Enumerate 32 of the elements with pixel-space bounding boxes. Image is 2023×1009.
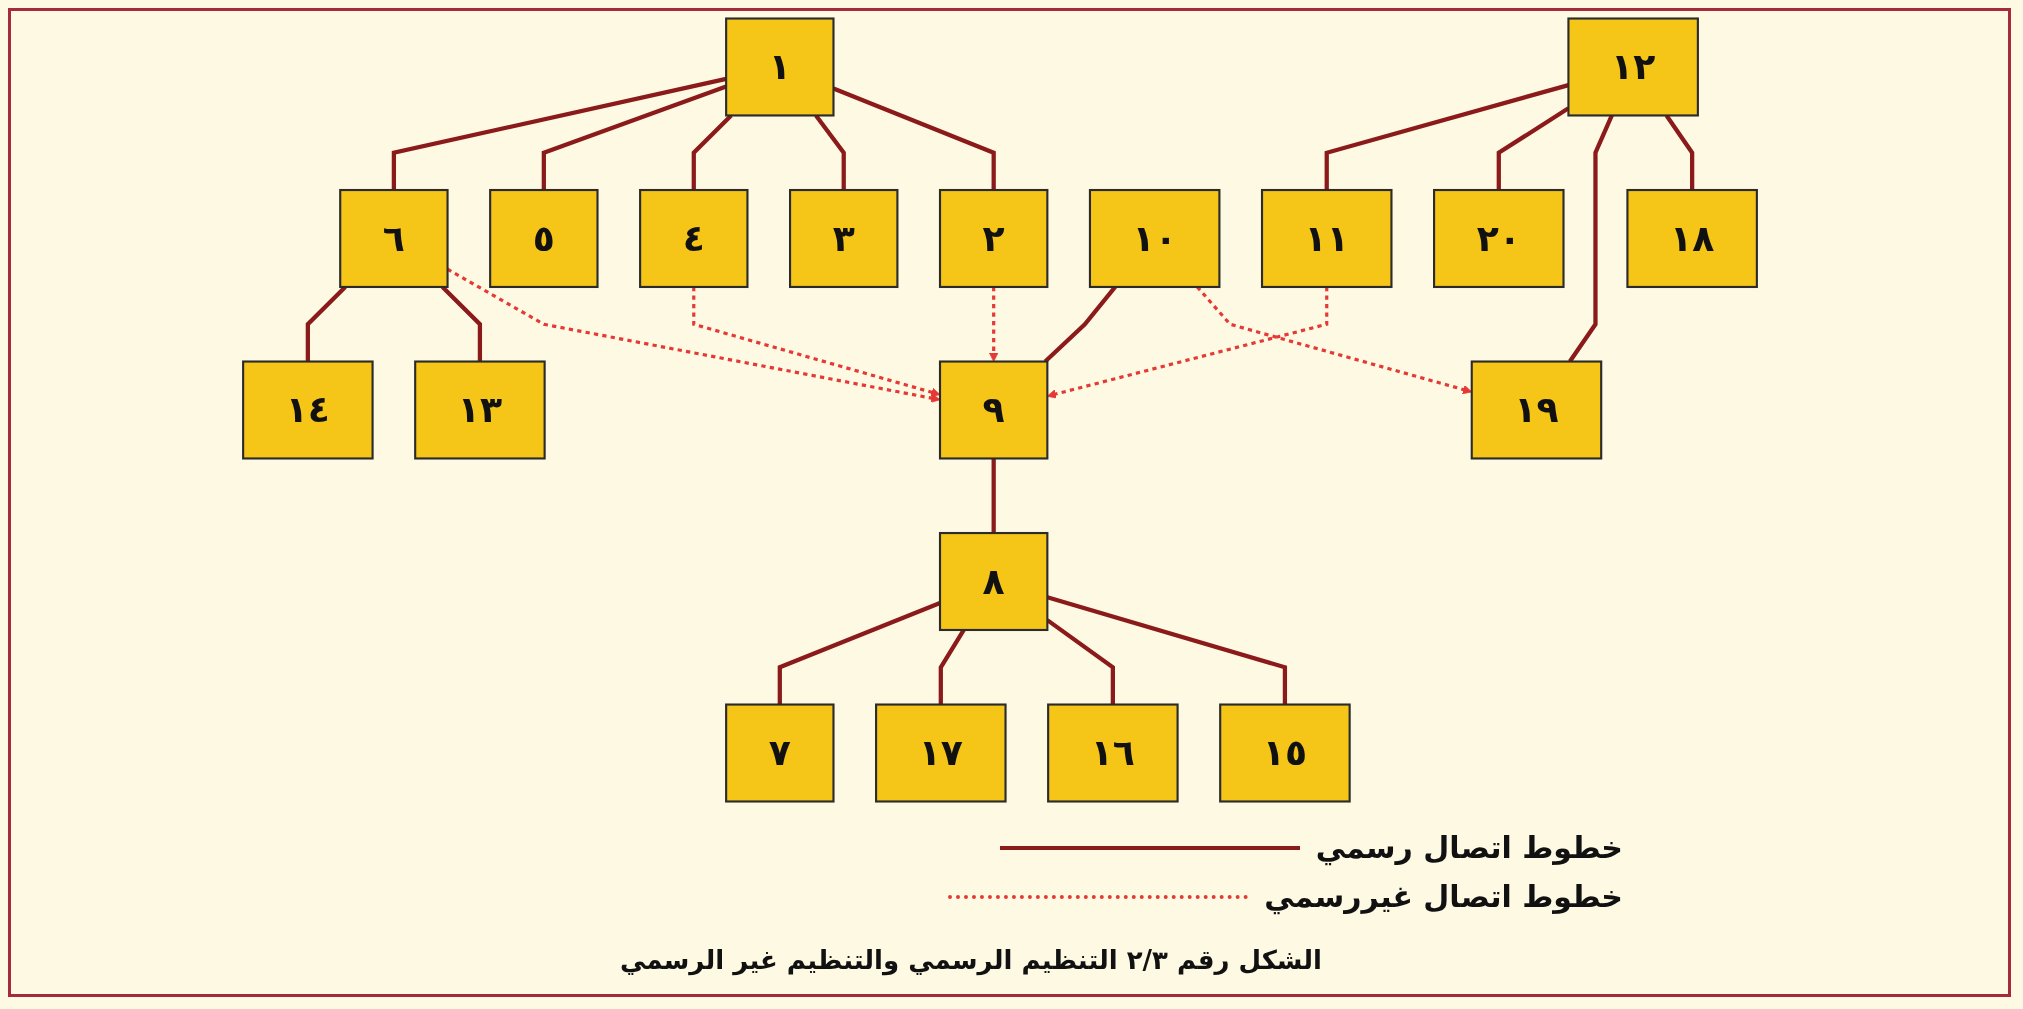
node-box: ١ (725, 17, 835, 117)
node-box: ٤ (639, 188, 749, 289)
connector (991, 458, 996, 534)
node-box: ٦ (339, 188, 449, 289)
arrow (989, 286, 999, 362)
node-box: ٨ (938, 531, 1049, 632)
node-box: ١٢ (1567, 17, 1699, 117)
node-box: ١٣ (414, 360, 546, 460)
node-box: ١١ (1260, 188, 1393, 289)
node-box: ١٨ (1626, 188, 1758, 289)
connector (777, 601, 941, 705)
node-box: ٩ (938, 360, 1049, 460)
connector (305, 285, 347, 362)
node-box: ١٦ (1047, 703, 1179, 803)
connector (541, 84, 727, 191)
node-box: ١٧ (875, 703, 1007, 803)
connector (391, 76, 727, 191)
legend-label: خطوط اتصال رسمي (1315, 830, 1623, 865)
arrow (692, 286, 941, 397)
node-box: ٣ (789, 188, 899, 289)
node-box: ١٠ (1088, 188, 1221, 289)
node-box: ٧ (725, 703, 835, 803)
node-box: ٢ (938, 188, 1049, 289)
node-box: ١٤ (242, 360, 374, 460)
node-box: ٥ (489, 188, 599, 289)
node-box: ١٥ (1219, 703, 1351, 803)
connector (1324, 83, 1569, 191)
caption: الشكل رقم ٢/٣ التنظيم الرسمي والتنظيم غير الرسمي (620, 945, 1322, 975)
legend-label: خطوط اتصال غيررسمي (1264, 879, 1623, 914)
node-box: ١٩ (1470, 360, 1603, 460)
connector (441, 285, 483, 362)
node-box: ٢٠ (1433, 188, 1565, 289)
